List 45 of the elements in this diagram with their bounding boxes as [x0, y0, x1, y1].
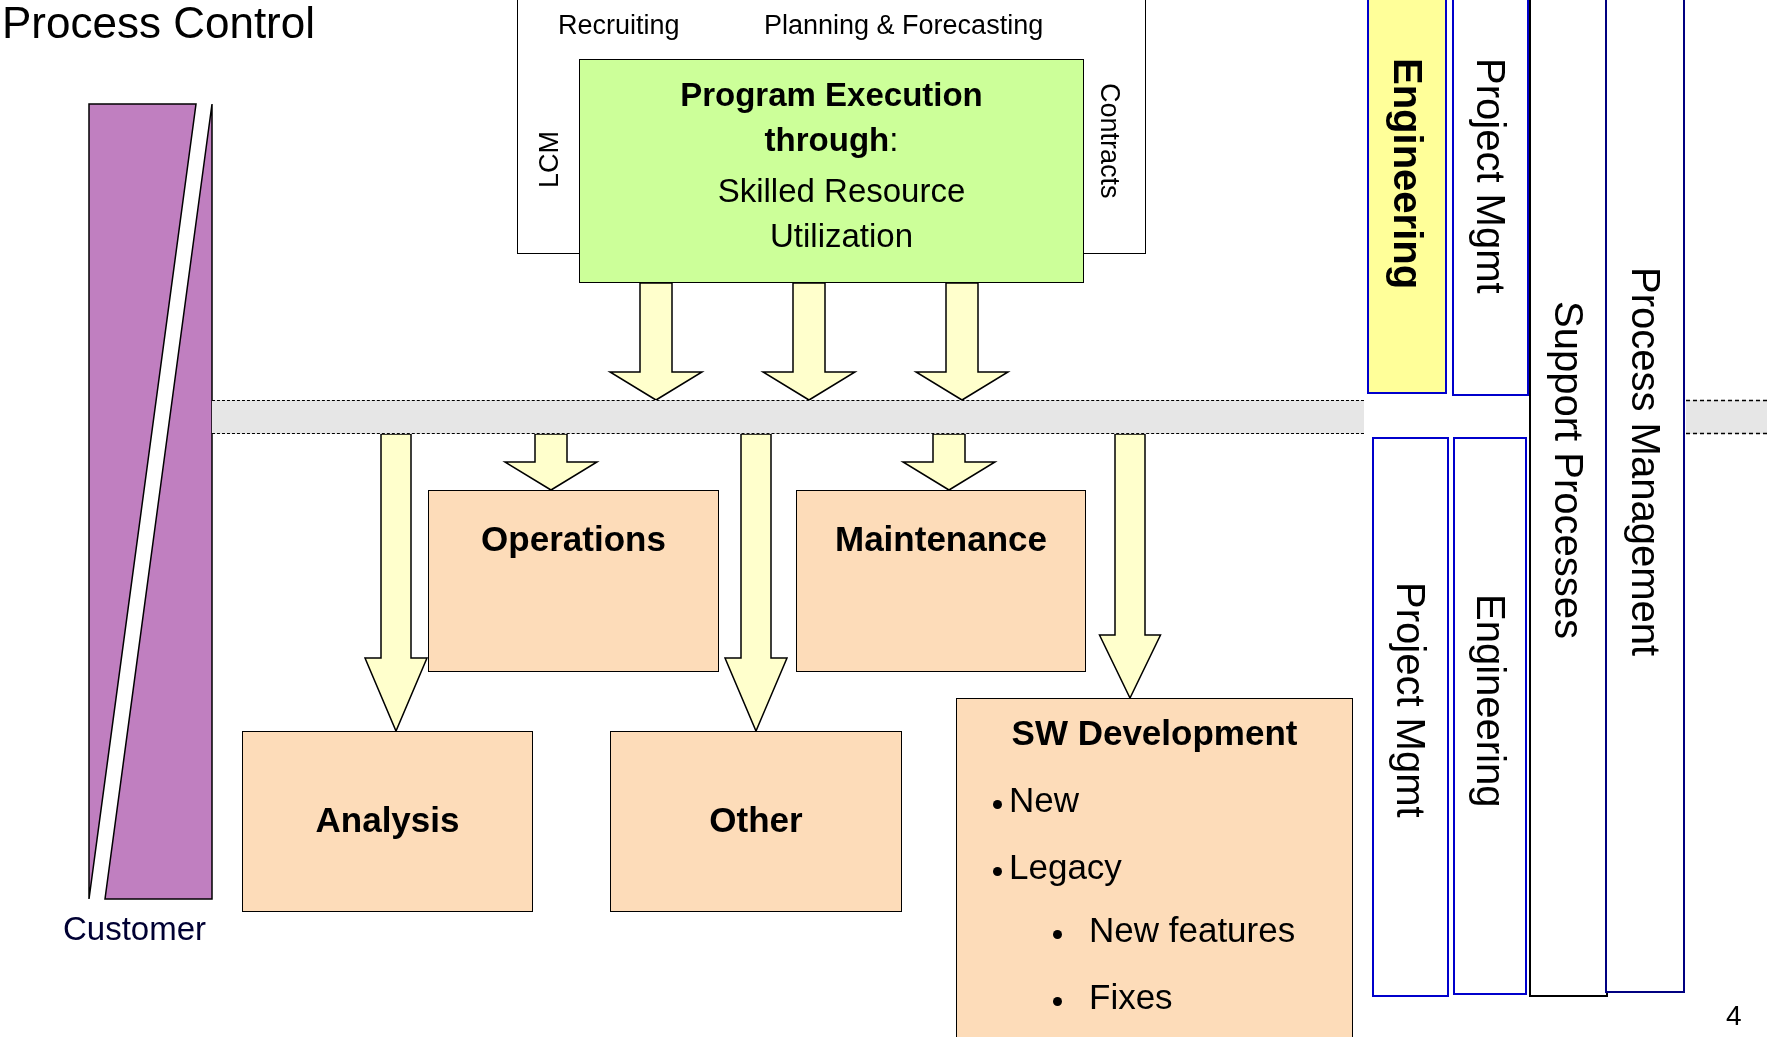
box-label: SW Development [1011, 713, 1298, 753]
column-bar [1372, 437, 1449, 997]
list-item: Fixes [1089, 977, 1173, 1017]
heading-text: Recruiting [558, 10, 680, 41]
process-box [610, 731, 902, 912]
block-arrow [607, 282, 705, 401]
column-bar [1605, 0, 1685, 993]
column-bar [1529, 0, 1608, 997]
column-bar [1367, 0, 1447, 394]
title: Process Control [2, 0, 315, 48]
block-arrow [900, 433, 998, 491]
list-item: New features [1089, 910, 1296, 950]
block-arrow [1098, 433, 1162, 700]
process-box [242, 731, 533, 912]
column-bar [1453, 437, 1527, 995]
dashed-band [212, 400, 1364, 434]
process-box [428, 490, 719, 672]
block-arrow [502, 433, 600, 491]
process-box [796, 490, 1086, 672]
column-bar [1452, 0, 1529, 396]
block-arrow [363, 433, 429, 733]
column-label: Support Processes [1546, 301, 1591, 639]
axis-label: Customer [63, 910, 207, 948]
block-arrow [913, 282, 1011, 401]
box-label: Maintenance [835, 519, 1047, 559]
block-arrow [760, 282, 858, 401]
heading-text: Contracts [1094, 83, 1125, 199]
heading-text: Planning & Forecasting [764, 10, 1044, 41]
process-box [579, 59, 1084, 283]
page-number: 4 [1726, 1000, 1742, 1032]
column-label: Project Mgmt [1388, 582, 1433, 818]
list-item: New [1009, 780, 1080, 820]
column-label: Engineering [1384, 58, 1430, 290]
box-label: Operations [481, 519, 666, 559]
box-label: Other [709, 800, 803, 840]
box-label: Analysis [315, 800, 460, 840]
list-item: Legacy [1009, 847, 1122, 887]
block-arrow [723, 433, 789, 733]
body-text: Skilled Resource Utilization [716, 171, 967, 256]
column-label: Project Mgmt [1468, 58, 1513, 294]
column-label: Engineering [1467, 594, 1513, 808]
process-box [956, 698, 1353, 1037]
column-label: Process Management [1622, 267, 1668, 657]
heading-text: Program Execution through: [679, 75, 984, 160]
heading-text: LCM [534, 131, 565, 188]
